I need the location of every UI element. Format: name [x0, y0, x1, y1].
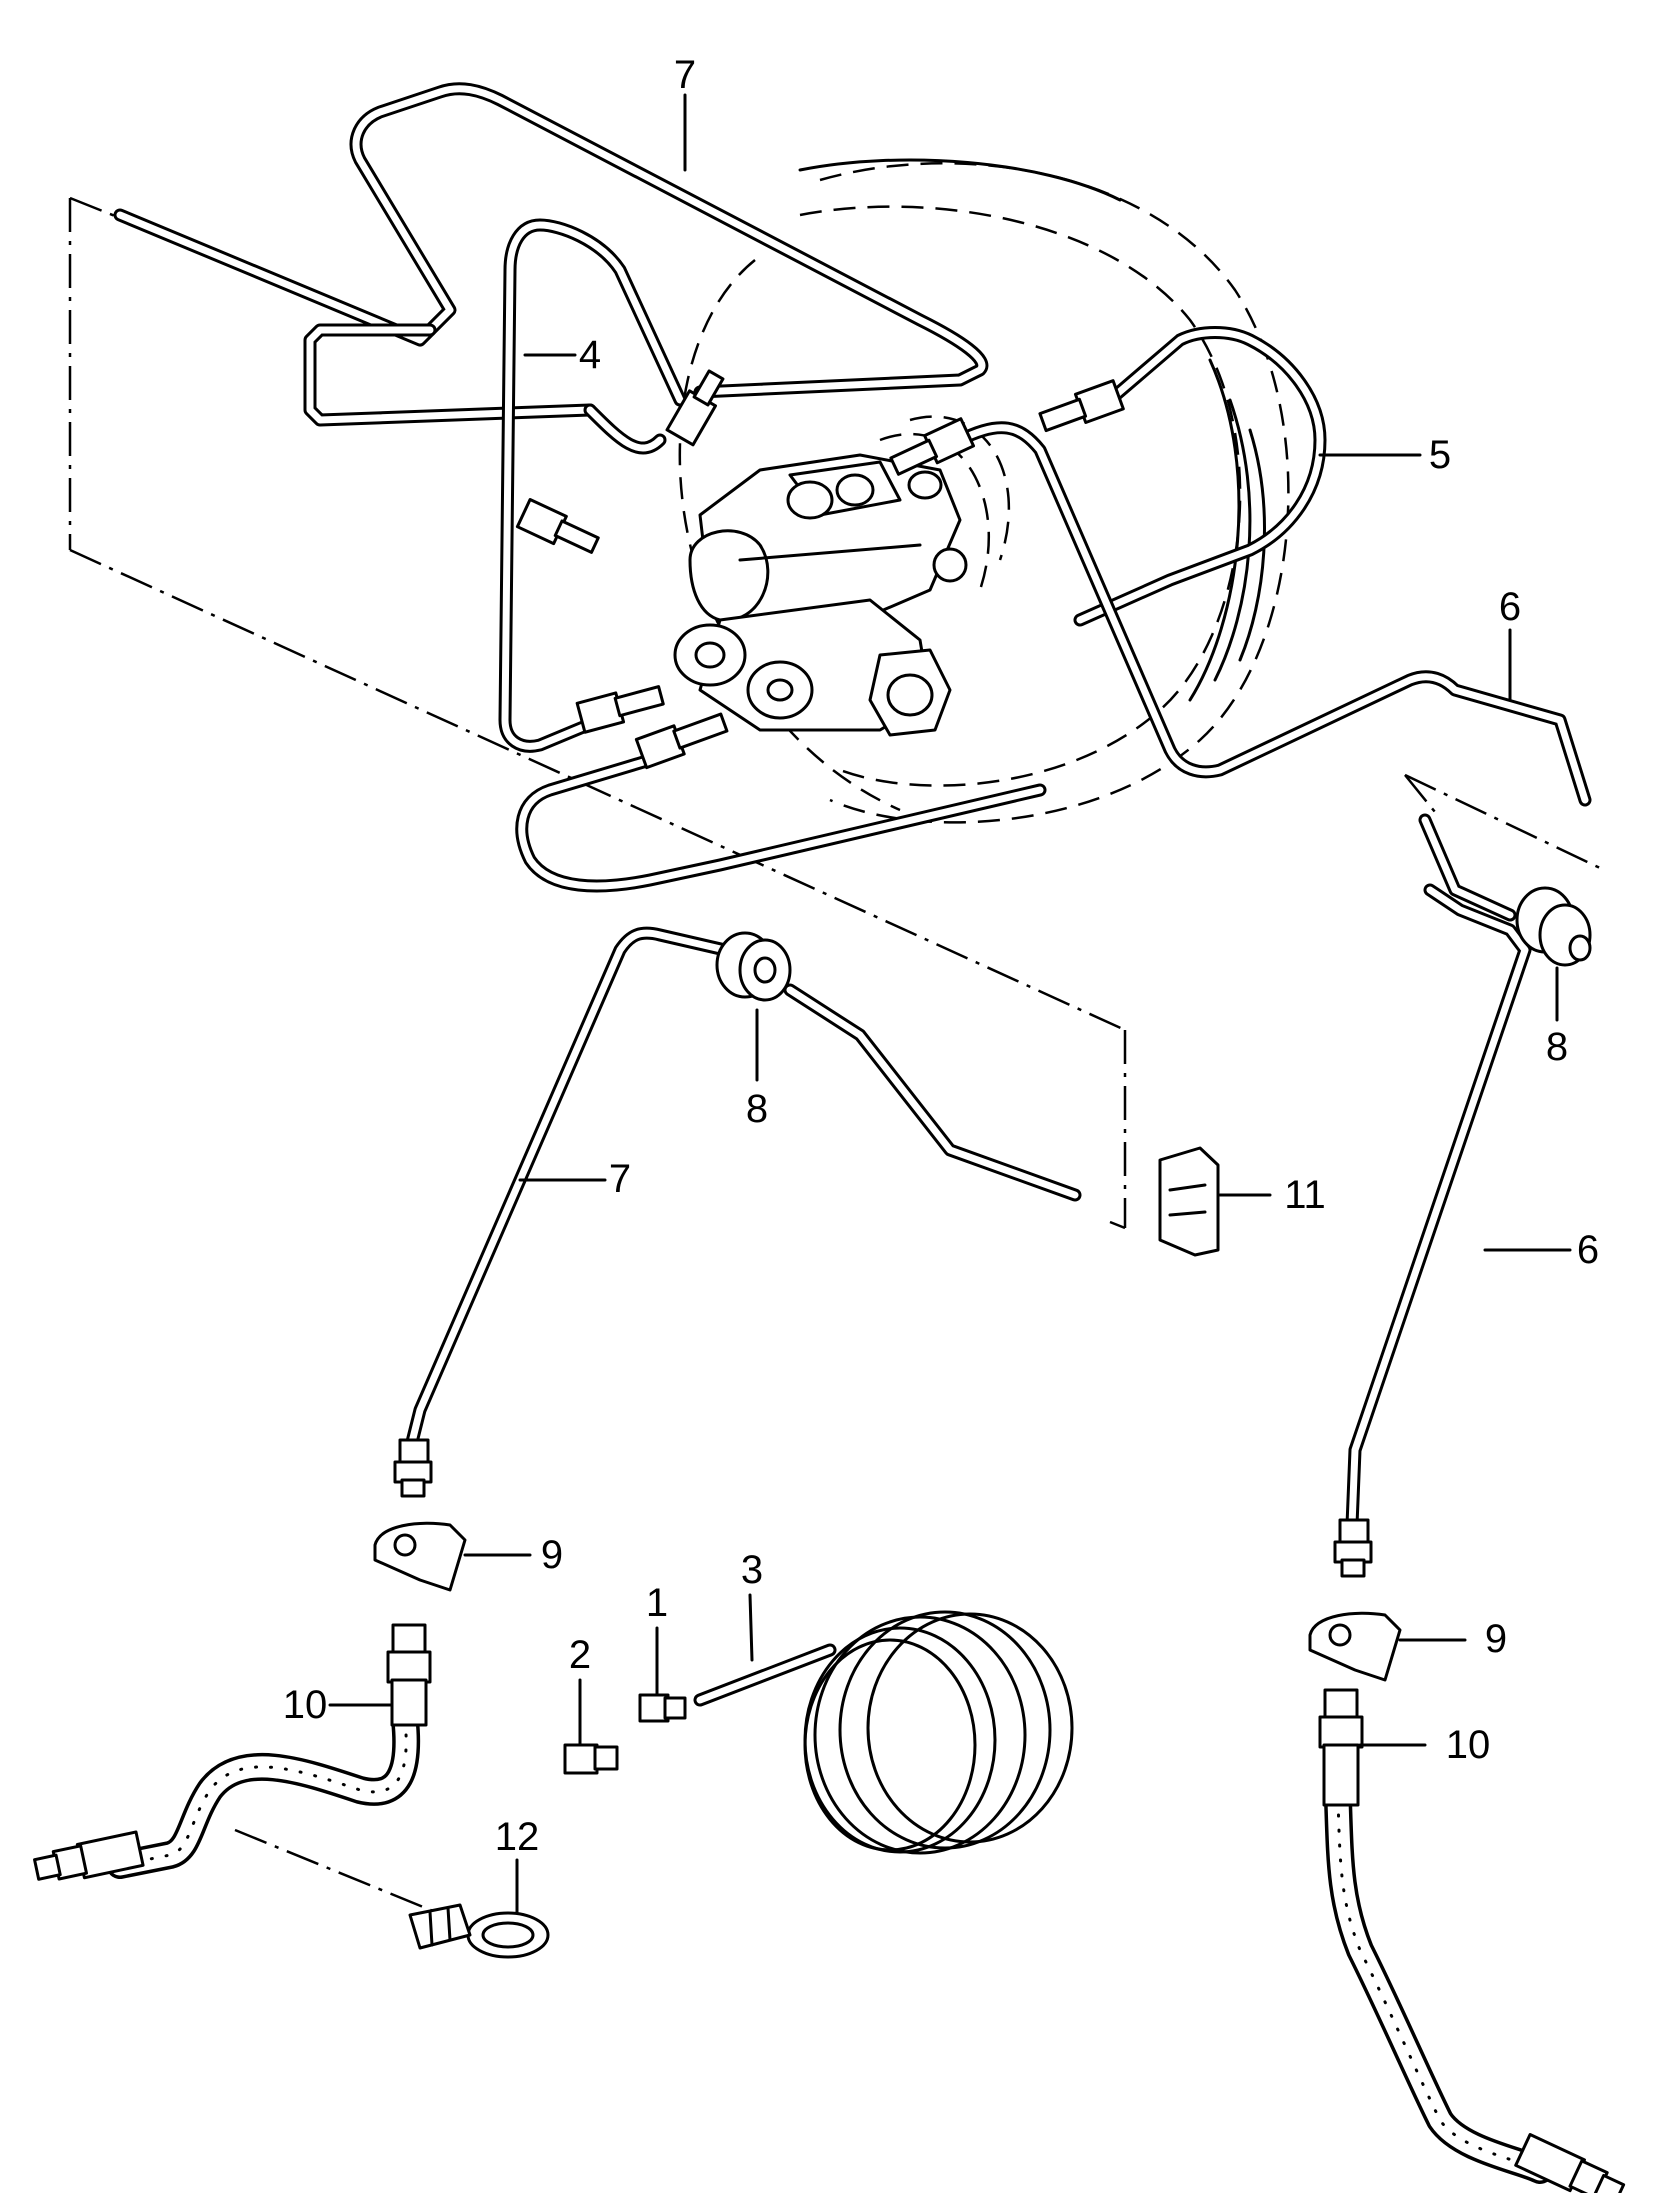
grommet-8-left	[715, 931, 792, 1002]
proportioning-valve	[673, 453, 968, 737]
callout-2: 2	[569, 1633, 591, 1677]
callout-12: 12	[495, 1815, 540, 1859]
middle-brake-lines	[403, 813, 1532, 1532]
callout-9-right: 9	[1485, 1617, 1507, 1661]
fitting-2	[563, 1743, 619, 1775]
callout-labels: 7 4 5 6 8 8 7 11 6 9 9 3 1 2 10 10 12	[283, 53, 1599, 1859]
callout-5: 5	[1429, 433, 1451, 477]
callout-1: 1	[646, 1581, 668, 1625]
callout-8-left: 8	[746, 1087, 768, 1131]
callout-7-top: 7	[674, 53, 696, 97]
clamp-12	[408, 1903, 550, 1959]
leader-lines	[328, 93, 1572, 1915]
fitting-right-6	[1333, 1518, 1373, 1578]
callout-6-top: 6	[1499, 585, 1521, 629]
callout-11: 11	[1284, 1173, 1326, 1217]
hose-10-left	[33, 1623, 432, 1881]
reference-lines	[68, 196, 1601, 1922]
callout-9-left: 9	[541, 1533, 563, 1577]
clip-11	[1158, 1146, 1220, 1257]
callout-3: 3	[741, 1548, 763, 1592]
hose-10-right	[1318, 1688, 1626, 2193]
bracket-9-right	[1308, 1611, 1402, 1682]
upper-fittings	[515, 369, 1125, 770]
pipe-coil-3	[693, 1610, 1074, 1855]
fitting-left-7	[393, 1438, 433, 1498]
callout-10-right: 10	[1446, 1723, 1491, 1767]
callout-6-mid: 6	[1577, 1228, 1599, 1272]
bracket-9-left	[373, 1521, 467, 1592]
callout-4: 4	[579, 333, 601, 377]
callout-10-left: 10	[283, 1683, 328, 1727]
fitting-1	[638, 1693, 687, 1723]
callout-8-right: 8	[1546, 1025, 1568, 1069]
grommet-8-right	[1515, 886, 1592, 967]
upper-brake-lines	[113, 82, 1592, 893]
callout-7-mid: 7	[609, 1157, 631, 1201]
